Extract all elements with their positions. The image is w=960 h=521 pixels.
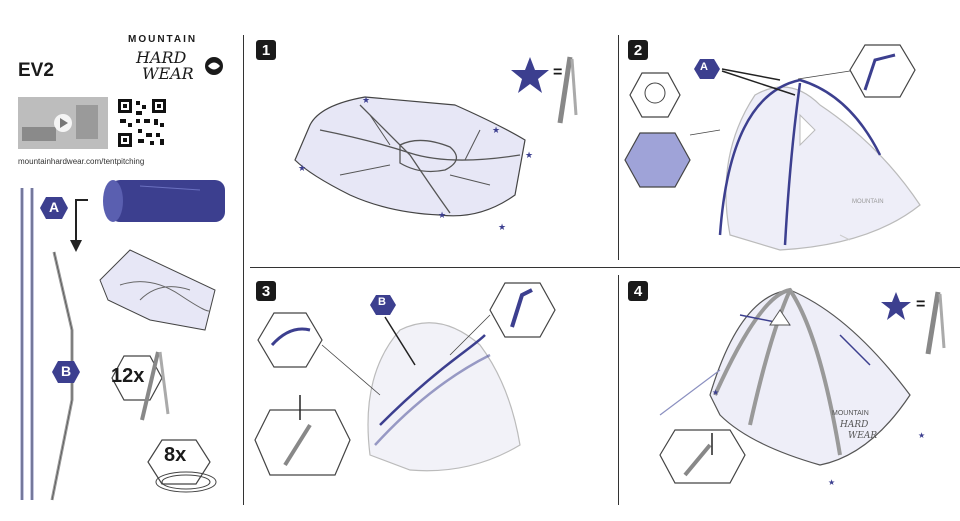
stake-icon	[557, 56, 573, 124]
stake-icon	[925, 291, 941, 355]
brand-line3: WEAR	[142, 64, 194, 83]
sidebar-divider	[243, 35, 244, 505]
guylines-count: 8x	[164, 444, 187, 466]
pole-a-label: A	[49, 199, 60, 215]
step-1-illustration: ★ ★ ★ ★ ★ ★	[294, 95, 533, 232]
folded-tent-icon	[99, 249, 216, 331]
step-1-number: 1	[256, 40, 276, 60]
svg-text:★: ★	[492, 125, 500, 135]
step-2-number: 2	[628, 40, 648, 60]
brand-line1: MOUNTAIN	[128, 34, 198, 45]
brand-line2: HARD	[136, 48, 187, 67]
stuff-sack-icon	[103, 180, 225, 222]
svg-text:★: ★	[298, 163, 306, 173]
tent-brand-line2: HARD	[839, 420, 868, 430]
model-name: EV2	[18, 60, 54, 81]
play-icon	[22, 105, 98, 141]
step-1-equals: =	[553, 64, 563, 81]
brand-mark-icon	[205, 57, 223, 75]
pole-b-hex	[52, 361, 80, 383]
detail-sleeve-hex	[257, 312, 323, 368]
qr-code-icon[interactable]	[116, 97, 168, 149]
guyline-count-hex	[147, 439, 211, 485]
step-2-callout-hex	[694, 59, 720, 79]
parts-illustration	[20, 180, 225, 501]
stakes-count: 12x	[111, 365, 145, 387]
stake-icon	[140, 351, 170, 421]
tent-brand-line3: WEAR	[848, 431, 877, 441]
stake-point-icons: ★ ★ ★ ★ ★ ★	[298, 95, 533, 232]
column-divider-top	[618, 35, 619, 260]
detail-hook-hex	[629, 72, 681, 118]
step-1-legend	[511, 56, 578, 124]
pole-a-hex	[40, 197, 68, 219]
tent-brand-line1: MOUNTAIN	[832, 410, 869, 417]
step-3-callout-hex	[370, 295, 396, 315]
detail-top-hex	[849, 44, 916, 98]
pole-b-label: B	[61, 363, 72, 379]
step-4-equals: =	[916, 296, 926, 313]
step-2-callout: A	[700, 61, 708, 73]
row-divider	[250, 267, 960, 268]
column-divider-bottom	[618, 275, 619, 505]
svg-text:★: ★	[712, 388, 719, 397]
star-icon	[511, 57, 549, 93]
detail-buckle-hex	[489, 282, 556, 338]
svg-text:★: ★	[498, 222, 506, 232]
tent-pitching-url[interactable]: mountainhardwear.com/tentpitching	[18, 157, 145, 166]
step-2-illustration: MOUNTAIN	[624, 44, 921, 251]
svg-text:MOUNTAIN: MOUNTAIN	[852, 199, 884, 205]
step-4-legend	[881, 291, 946, 355]
svg-text:★: ★	[918, 431, 925, 440]
svg-text:★: ★	[828, 478, 835, 487]
brand-logo: MOUNTAIN HARD WEAR	[128, 34, 230, 84]
video-thumbnail[interactable]	[18, 97, 108, 149]
stake-point-icons: ★ ★ ★	[712, 388, 925, 487]
detail-clip-hex	[624, 132, 691, 188]
svg-text:★: ★	[438, 210, 446, 220]
guyline-icon	[155, 471, 217, 493]
svg-text:★: ★	[362, 95, 370, 105]
svg-text:★: ★	[525, 150, 533, 160]
step-3-number: 3	[256, 281, 276, 301]
step-3-callout: B	[378, 296, 386, 308]
step-4-illustration: MOUNTAIN HARD WEAR ★ ★ ★	[659, 287, 925, 487]
detail-stake-hex	[254, 409, 351, 476]
step-3-illustration	[254, 282, 556, 476]
step-4-number: 4	[628, 281, 648, 301]
star-icon	[881, 292, 911, 320]
